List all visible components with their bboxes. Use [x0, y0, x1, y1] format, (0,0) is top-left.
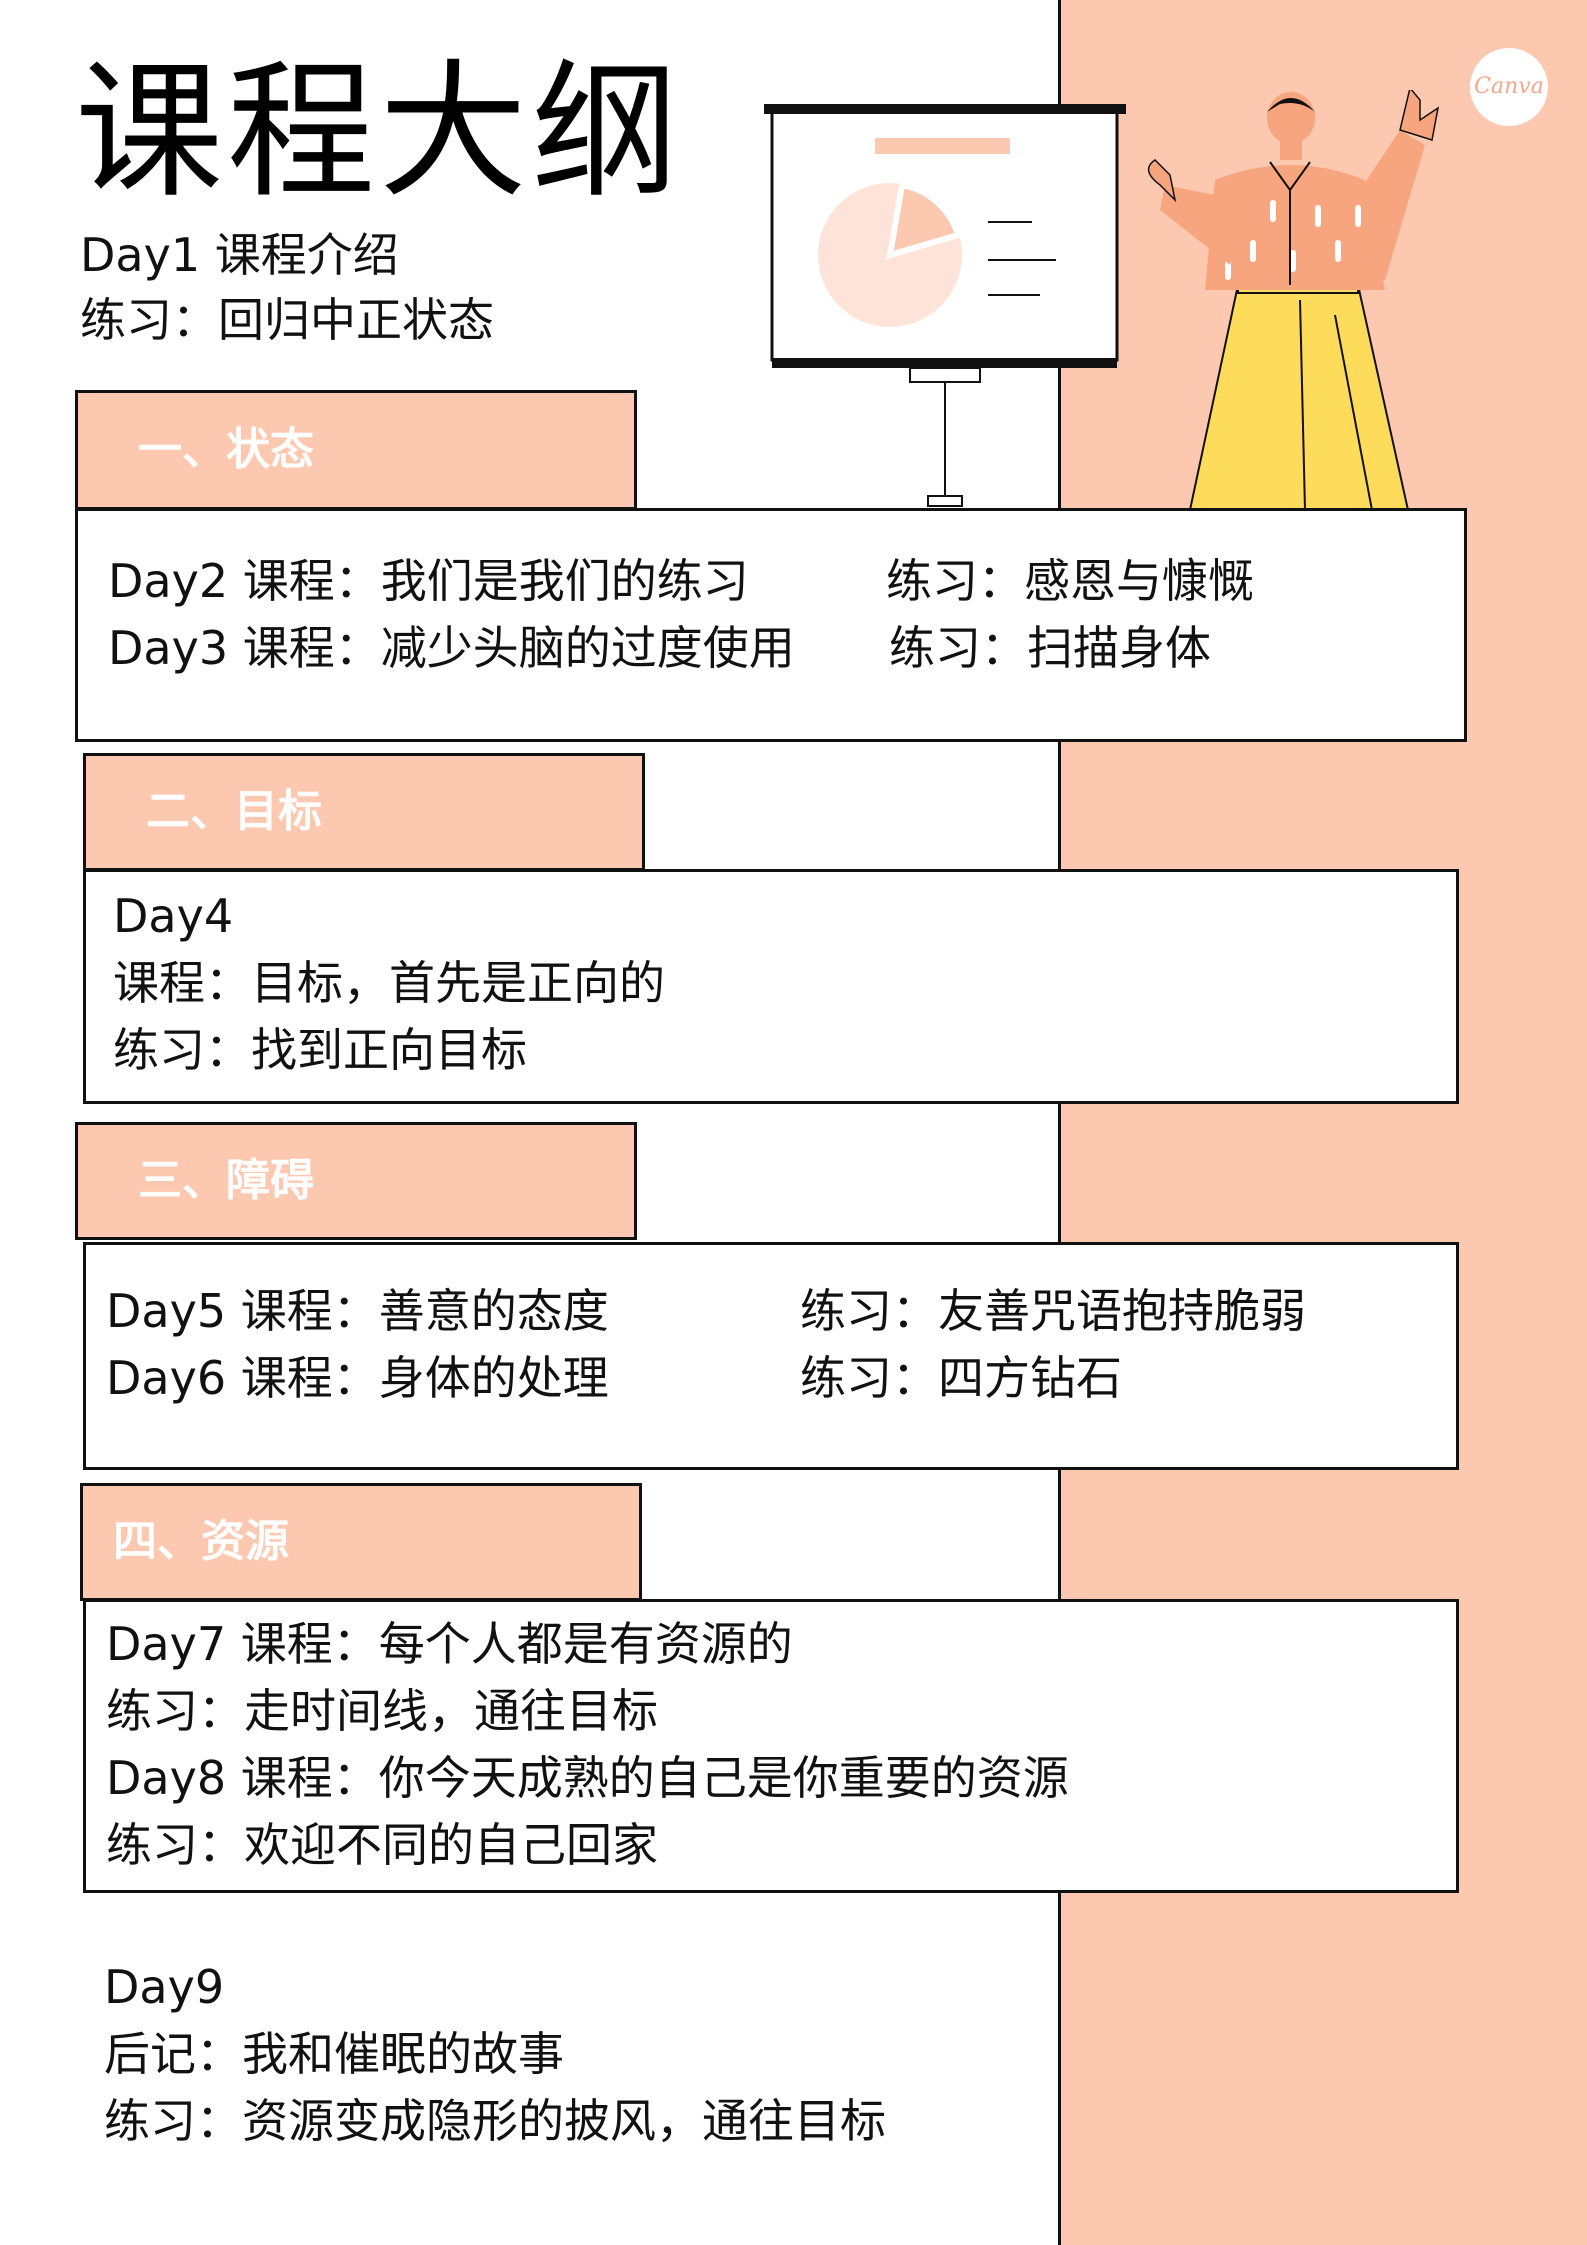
day-line: Day9 — [104, 1960, 225, 2014]
section-box-resource: Day7 课程：每个人都是有资源的 练习：走时间线，通往目标 Day8 课程：你… — [83, 1599, 1459, 1893]
exercise-line: 练习：感恩与慷慨 — [886, 554, 1254, 608]
exercise-line: 练习：四方钻石 — [800, 1351, 1122, 1405]
exercise-line: 练习：欢迎不同的自己回家 — [106, 1818, 658, 1872]
section-box-goal: Day4 课程：目标，首先是正向的 练习：找到正向目标 — [83, 869, 1459, 1104]
afterword-line: 后记：我和催眠的故事 — [104, 2027, 564, 2081]
exercise-line: 练习：扫描身体 — [889, 621, 1211, 675]
section-tab-resource: 四、资源 — [80, 1483, 642, 1601]
section-heading: 二、目标 — [146, 786, 322, 837]
intro-day1: Day1 课程介绍 — [80, 228, 399, 282]
course-line: Day7 课程：每个人都是有资源的 — [106, 1617, 793, 1671]
presenter-illustration — [764, 90, 1440, 510]
section-tab-obstacle: 三、障碍 — [75, 1122, 637, 1240]
exercise-line: 练习：走时间线，通往目标 — [106, 1684, 658, 1738]
section-heading: 一、状态 — [138, 424, 314, 475]
exercise-line: 练习：友善咒语抱持脆弱 — [800, 1284, 1306, 1338]
day-line: Day4 — [113, 889, 234, 943]
course-line: 课程：目标，首先是正向的 — [113, 956, 665, 1010]
course-line: Day8 课程：你今天成熟的自己是你重要的资源 — [106, 1751, 1069, 1805]
section-box-state: Day2 课程：我们是我们的练习 练习：感恩与慷慨 Day3 课程：减少头脑的过… — [75, 508, 1467, 742]
exercise-line: 练习：找到正向目标 — [113, 1023, 527, 1077]
course-line: Day2 课程：我们是我们的练习 — [108, 554, 749, 608]
presenter-person — [1147, 90, 1440, 510]
exercise-line: 练习：资源变成隐形的披风，通往目标 — [104, 2094, 886, 2148]
course-line: Day3 课程：减少头脑的过度使用 — [108, 621, 795, 675]
intro-exercise: 练习：回归中正状态 — [80, 293, 494, 347]
page-title: 课程大纲 — [75, 46, 683, 218]
section-box-obstacle: Day5 课程：善意的态度 练习：友善咒语抱持脆弱 Day6 课程：身体的处理 … — [83, 1242, 1459, 1470]
section-tab-state: 一、状态 — [75, 390, 637, 510]
presentation-board — [764, 104, 1126, 507]
course-line: Day6 课程：身体的处理 — [106, 1351, 609, 1405]
section-heading: 四、资源 — [113, 1516, 289, 1567]
canva-logo: Canva — [1470, 48, 1548, 126]
section-heading: 三、障碍 — [138, 1155, 314, 1206]
course-line: Day5 课程：善意的态度 — [106, 1284, 609, 1338]
section-tab-goal: 二、目标 — [83, 753, 645, 871]
